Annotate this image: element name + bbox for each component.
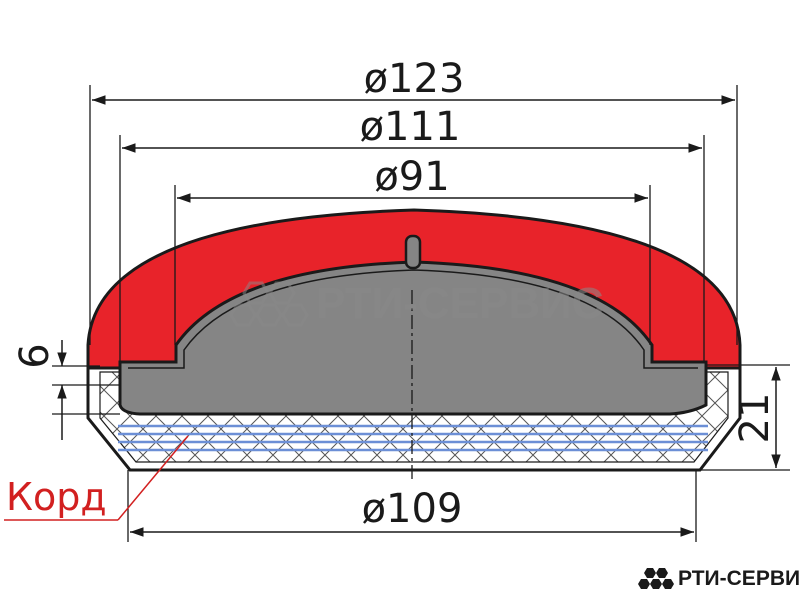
cord-layer [118, 424, 708, 452]
dim-label-21: 21 [732, 393, 778, 444]
cord-label: Корд [6, 475, 107, 519]
dim-label-111: ø111 [360, 104, 461, 150]
core-spigot [404, 234, 422, 270]
hexagon-logo-icon [638, 568, 674, 589]
dim-label-123: ø123 [364, 56, 465, 102]
brand-logo: РТИ-СЕРВИС [638, 567, 800, 590]
gray-core [118, 260, 708, 416]
dim-label-91: ø91 [374, 154, 449, 200]
cord-leader-diagonal [117, 435, 189, 521]
dimension-lines [57, 95, 781, 537]
dim-label-6: 6 [12, 343, 58, 368]
core-inner-edge [128, 269, 698, 369]
dim-label-109: ø109 [362, 486, 463, 532]
extension-lines [52, 85, 790, 542]
brand-name: РТИ-СЕРВИС [678, 567, 800, 590]
watermark-logo-icon [229, 281, 309, 327]
inner-body-outline [99, 371, 729, 463]
watermark: РТИ-СЕРВИС [229, 279, 604, 328]
watermark-text: РТИ-СЕРВИС [316, 279, 604, 328]
